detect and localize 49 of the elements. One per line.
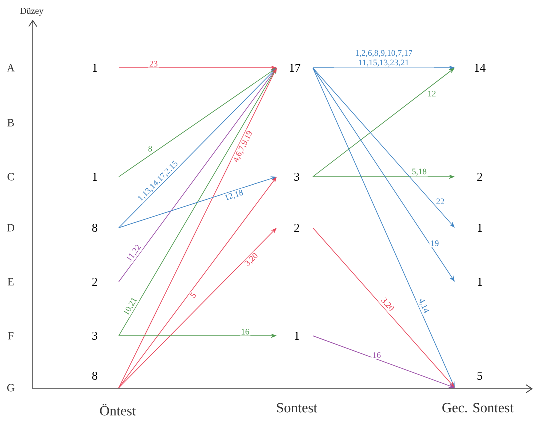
axis-label: Gec. Sontest: [442, 403, 514, 413]
arrow: [312, 228, 455, 388]
level-label: A: [7, 64, 15, 72]
count-number: 14: [475, 64, 486, 72]
arrow: [312, 68, 455, 178]
level-label: G: [8, 384, 15, 392]
arrow: [118, 68, 277, 228]
count-number: 17: [290, 64, 301, 72]
count-number: 2: [478, 173, 482, 181]
edge-label: 23: [148, 60, 160, 68]
edge-label: 12: [426, 90, 438, 98]
axis-title: Düzey: [20, 8, 44, 16]
axis-label: Sontest: [277, 403, 318, 413]
edge-label: 22: [435, 198, 446, 206]
edge-label: 19: [430, 240, 440, 248]
count-number: 5: [478, 372, 483, 380]
edge-label: 1,2,6,8,9,10,7,17 11,15,13,23,21: [334, 49, 434, 68]
count-number: 2: [294, 224, 300, 232]
level-label: F: [8, 332, 14, 340]
level-label: B: [8, 119, 14, 127]
level-label: E: [8, 278, 14, 286]
count-number: 1: [93, 173, 98, 181]
arrow: [118, 228, 277, 388]
count-number: 1: [93, 64, 98, 72]
edge-label: 5,18: [411, 168, 428, 177]
level-label: C: [8, 173, 14, 181]
axis-label: Öntest: [100, 404, 136, 416]
count-number: 2: [92, 278, 98, 286]
count-number: 1: [478, 278, 482, 286]
count-number: 8: [92, 224, 98, 232]
count-number: 1: [295, 332, 300, 340]
count-number: 3: [92, 332, 98, 340]
edge-label: 5: [188, 290, 198, 300]
arrow: [118, 177, 277, 388]
edge-label: 8: [147, 145, 154, 153]
edge-label: 12,18: [222, 188, 246, 204]
edge-label: 3,20: [378, 296, 396, 314]
count-number: 1: [478, 224, 482, 232]
edge-label: 16: [240, 328, 251, 336]
edge-label: 4,14: [416, 296, 432, 316]
edge-label: 16: [372, 351, 382, 360]
arrow: [118, 68, 277, 178]
count-number: 8: [92, 372, 98, 380]
level-label: D: [7, 224, 15, 232]
arrow: [312, 68, 455, 228]
count-number: 3: [294, 172, 300, 182]
arrow: [118, 68, 277, 282]
arrow: [312, 68, 455, 282]
edge-label: 3,20: [242, 250, 261, 270]
